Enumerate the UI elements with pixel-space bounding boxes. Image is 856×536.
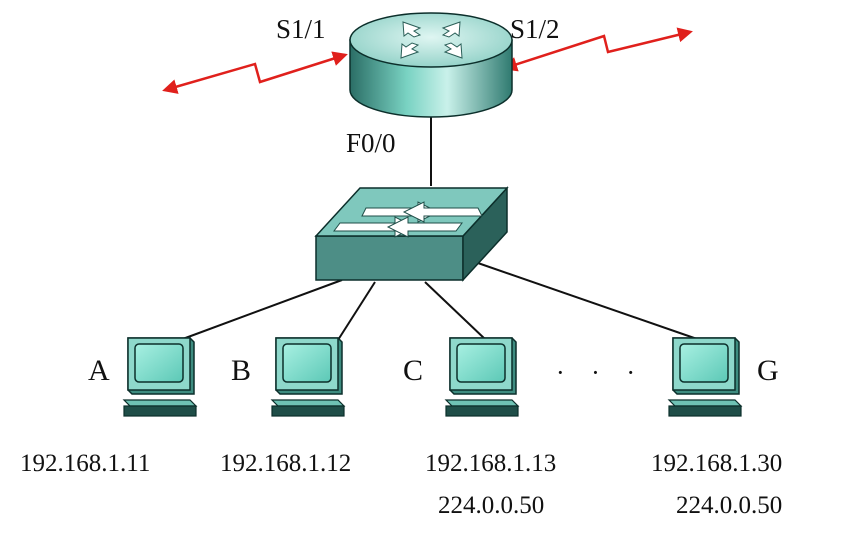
cable-host-b [337,281,376,341]
serial-link-right [502,27,693,72]
host-c-multicast-group: 224.0.0.50 [438,492,545,519]
host-c-computer-icon [445,337,519,417]
host-label-g: G [757,354,779,387]
host-label-b: B [231,354,252,387]
host-b-computer-icon [271,337,345,417]
more-hosts-ellipsis: · · · [556,358,645,387]
host-c-ip: 192.168.1.13 [425,450,557,477]
host-label-c: C [403,354,424,387]
serial-link-left [162,51,348,94]
cable-host-c [424,281,487,341]
host-label-a: A [88,354,110,387]
port-label-f0-0: F0/0 [346,128,396,158]
host-a-computer-icon [123,337,197,417]
host-a-ip: 192.168.1.11 [20,450,151,477]
cable-host-g [474,261,701,341]
port-label-s1-1: S1/1 [276,14,326,44]
host-b-ip: 192.168.1.12 [220,450,352,477]
cable-host-a [179,279,343,341]
router-icon [349,12,513,118]
host-g-multicast-group: 224.0.0.50 [676,492,783,519]
host-g-ip: 192.168.1.30 [651,450,783,477]
port-label-s1-2: S1/2 [510,14,560,44]
host-g-computer-icon [668,337,742,417]
switch-icon [314,186,509,282]
